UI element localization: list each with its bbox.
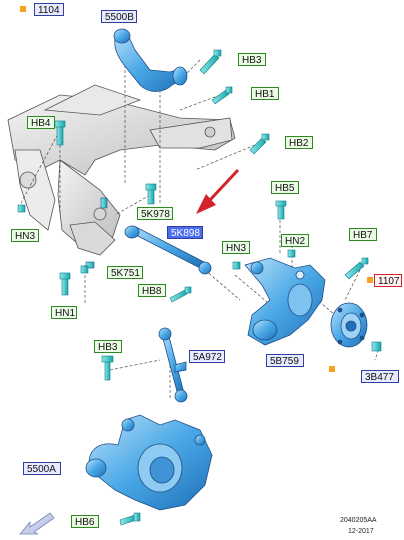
toe-link [124, 225, 212, 275]
part-label-clip[interactable]: 5K751 [107, 266, 143, 279]
small-brackets [85, 197, 108, 269]
part-label-upper-arm[interactable]: 5500B [101, 10, 137, 23]
part-label-cap[interactable]: 3B477 [361, 370, 399, 383]
direction-arrow-icon [19, 512, 55, 535]
hub-bearing [330, 302, 368, 348]
hw-label-hb4[interactable]: HB4 [27, 116, 55, 129]
hw-label-hn3-mid[interactable]: HN3 [222, 241, 250, 254]
knuckle-right [244, 257, 326, 346]
part-label-bracket[interactable]: 5K978 [137, 207, 173, 220]
footer-date: 12-2017 [348, 528, 374, 535]
callout-arrow [196, 168, 240, 214]
hw-label-hb1[interactable]: HB1 [251, 87, 279, 100]
hw-label-hb6[interactable]: HB6 [71, 515, 99, 528]
footer-code: 2040205AA [340, 517, 377, 524]
hw-label-hb2[interactable]: HB2 [285, 136, 313, 149]
hw-label-hb7[interactable]: HB7 [349, 228, 377, 241]
hw-label-hb5[interactable]: HB5 [271, 181, 299, 194]
hw-label-hn1[interactable]: HN1 [51, 306, 77, 319]
part-label-knuckle-lower[interactable]: 5B759 [266, 354, 304, 367]
upper-control-arm [113, 28, 188, 92]
hw-label-hn2[interactable]: HN2 [281, 234, 309, 247]
part-label-knuckle-main[interactable]: 5500A [23, 462, 61, 475]
hw-label-hn3-left[interactable]: HN3 [11, 229, 39, 242]
part-label-bearing[interactable]: 1107 [374, 274, 402, 287]
orange-marker [367, 277, 373, 283]
subframe [7, 84, 236, 256]
hw-label-hb3-top[interactable]: HB3 [238, 53, 266, 66]
orange-marker [20, 6, 26, 12]
orange-marker [329, 366, 335, 372]
header-ref-label[interactable]: 1104 [34, 3, 64, 16]
knuckle-main [85, 414, 213, 511]
part-label-stabilizer-link[interactable]: 5A972 [189, 350, 225, 363]
hw-label-hb8[interactable]: HB8 [138, 284, 166, 297]
hw-label-hb3-mid[interactable]: HB3 [94, 340, 122, 353]
fasteners [17, 49, 382, 526]
stabilizer-link [158, 327, 188, 403]
part-label-toe-link[interactable]: 5K898 [167, 226, 203, 239]
